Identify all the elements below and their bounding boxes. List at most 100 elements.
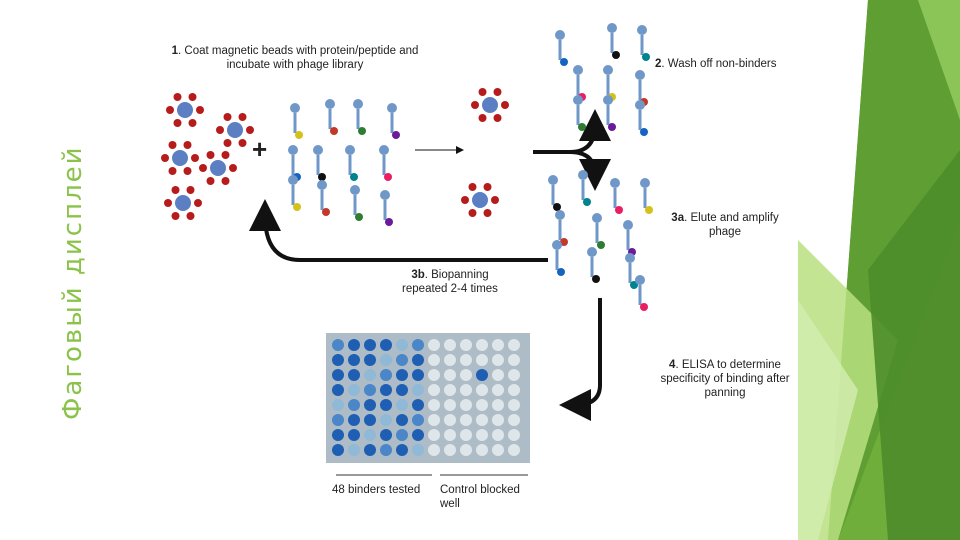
plate-well xyxy=(332,444,344,456)
plate-well xyxy=(508,354,520,366)
plate-well xyxy=(444,384,456,396)
arrow-split xyxy=(533,109,611,154)
plate-well xyxy=(476,369,488,381)
plate-well xyxy=(332,339,344,351)
phage-particle xyxy=(345,145,358,181)
plate-well xyxy=(428,444,440,456)
plate-well xyxy=(380,414,392,426)
plate-well xyxy=(412,354,424,366)
plate-well xyxy=(396,339,408,351)
plate-well xyxy=(476,354,488,366)
phage-particle xyxy=(288,175,301,211)
phage-particle xyxy=(625,253,638,289)
phage-particle xyxy=(379,145,392,181)
plate-well xyxy=(412,399,424,411)
plate-well xyxy=(460,399,472,411)
plate-well xyxy=(412,339,424,351)
phage-particle xyxy=(313,145,326,181)
plate-well xyxy=(444,369,456,381)
label-48-binders: 48 binders tested xyxy=(332,484,421,496)
plate-well xyxy=(460,429,472,441)
plate-well xyxy=(444,429,456,441)
phage-particle xyxy=(380,190,393,226)
plate-well xyxy=(476,399,488,411)
plate-well xyxy=(332,354,344,366)
plate-well xyxy=(396,414,408,426)
plate-well xyxy=(492,339,504,351)
bead-cluster xyxy=(161,88,509,220)
plate-well xyxy=(444,354,456,366)
magnetic-bead xyxy=(216,113,254,147)
plate-well xyxy=(364,339,376,351)
phage-particle xyxy=(555,30,568,66)
plate-well xyxy=(428,429,440,441)
plate-well xyxy=(364,444,376,456)
phage-particle xyxy=(548,175,561,211)
phage-particle xyxy=(587,247,600,283)
plate-well xyxy=(508,369,520,381)
plate-well xyxy=(492,444,504,456)
plate-well xyxy=(428,414,440,426)
plate-well xyxy=(492,399,504,411)
phage-particle xyxy=(592,213,605,249)
plate-well xyxy=(444,444,456,456)
phage-particle xyxy=(317,180,330,216)
plate-well xyxy=(364,429,376,441)
phage-particle xyxy=(610,178,623,214)
plate-well xyxy=(380,399,392,411)
plate-well xyxy=(412,429,424,441)
plate-well xyxy=(332,429,344,441)
phage-particle xyxy=(635,275,648,311)
plate-well xyxy=(460,354,472,366)
plate-well xyxy=(428,354,440,366)
plate-well xyxy=(508,444,520,456)
plate-well xyxy=(492,354,504,366)
phage-library xyxy=(288,23,653,311)
plate-well xyxy=(460,414,472,426)
phage-particle xyxy=(353,99,366,135)
phage-particle xyxy=(573,95,586,131)
plate-well xyxy=(508,384,520,396)
arrow-repeat xyxy=(249,199,548,262)
decorative-triangles xyxy=(798,0,960,540)
plate-well xyxy=(380,444,392,456)
plate-well xyxy=(460,339,472,351)
plate-well xyxy=(380,384,392,396)
plate-well xyxy=(396,444,408,456)
step1-caption: 1. Coat magnetic beads with protein/pept… xyxy=(171,45,419,71)
plate-well xyxy=(348,399,360,411)
plate-well xyxy=(476,429,488,441)
phage-particle xyxy=(325,99,338,135)
plate-well xyxy=(492,429,504,441)
plate-well xyxy=(428,399,440,411)
plate-well xyxy=(460,369,472,381)
label-control-blocked: Control blocked well xyxy=(440,484,520,510)
plate-well xyxy=(348,444,360,456)
plate-well xyxy=(508,399,520,411)
plate-well xyxy=(412,414,424,426)
plate-well xyxy=(396,354,408,366)
phage-particle xyxy=(578,170,591,206)
plate-well xyxy=(428,339,440,351)
magnetic-bead xyxy=(199,151,237,185)
plus-sign: + xyxy=(252,134,268,164)
plate-well xyxy=(492,384,504,396)
magnetic-bead xyxy=(161,141,199,175)
plate-well xyxy=(348,414,360,426)
plate-well xyxy=(348,384,360,396)
plate-well xyxy=(332,384,344,396)
plate-well xyxy=(492,414,504,426)
plate-well xyxy=(508,339,520,351)
plate-well xyxy=(444,399,456,411)
plate-well xyxy=(412,444,424,456)
plate-well xyxy=(396,384,408,396)
plate-well xyxy=(508,429,520,441)
phage-particle xyxy=(387,103,400,139)
step3a-caption: 3a. Elute and amplify phage xyxy=(671,212,779,238)
plate-well xyxy=(396,399,408,411)
plate-well xyxy=(348,429,360,441)
phage-display-diagram xyxy=(161,23,653,476)
phage-particle xyxy=(350,185,363,221)
plate-well xyxy=(364,369,376,381)
plate-well xyxy=(428,384,440,396)
